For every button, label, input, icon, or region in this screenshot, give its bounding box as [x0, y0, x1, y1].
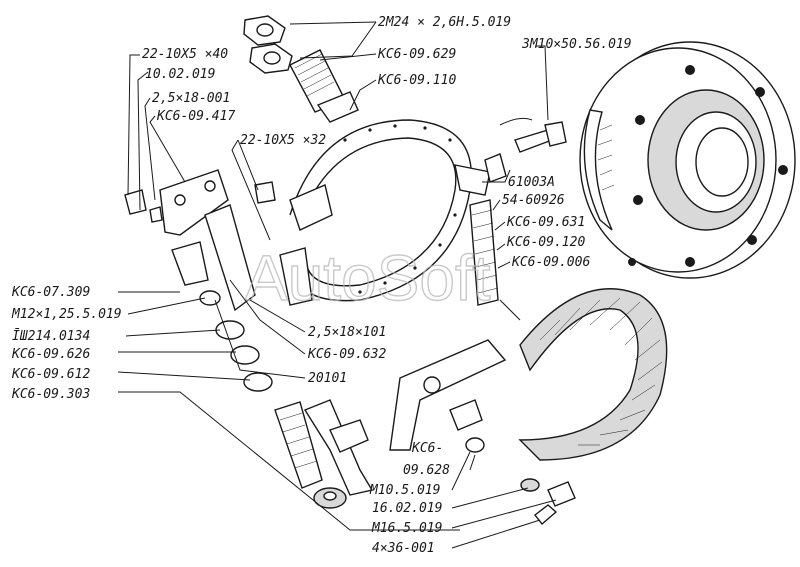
- nuts-top: [243, 15, 293, 74]
- label-l27: 16.02.019: [372, 501, 442, 516]
- brake-band-lining: [518, 288, 668, 461]
- adjusting-screw: [289, 49, 359, 123]
- label-l01: 2М24 × 2,6Н.5.019: [378, 15, 511, 30]
- part-labels: 2М24 × 2,6Н.5.019 КС6-09.629 КС6-09.110 …: [11, 15, 632, 556]
- watermark-text: AutoSoft: [245, 242, 491, 314]
- label-l21: 2,5×18×101: [308, 325, 386, 340]
- label-l10: 61003А: [508, 175, 555, 190]
- small-parts-bottom: [520, 478, 576, 526]
- lever-arm: [171, 181, 313, 312]
- label-l18: КС6-09.626: [11, 347, 90, 362]
- label-l25: 09.628: [403, 463, 450, 478]
- label-l06: 10.02.019: [145, 67, 215, 82]
- label-l03: КС6-09.110: [377, 73, 456, 88]
- label-l26: М10.5.019: [369, 483, 440, 498]
- label-l08: КС6-09.417: [156, 109, 235, 124]
- brake-band-upper: [289, 119, 491, 302]
- leader-lines: [117, 21, 557, 549]
- label-l14: КС6-09.006: [511, 255, 590, 270]
- label-l28: М16.5.019: [371, 521, 442, 536]
- label-l22: КС6-09.632: [307, 347, 386, 362]
- label-l02: КС6-09.629: [377, 47, 456, 62]
- washer-stack: [199, 290, 347, 509]
- label-l24: КС6-: [411, 441, 443, 456]
- label-l04: 3М10×50.56.019: [521, 37, 632, 52]
- actuating-lever: [389, 339, 507, 453]
- bolt-upper-right: [499, 117, 567, 153]
- label-l09: 22-10Х5 ×32: [240, 133, 326, 148]
- label-l17: ĪШ214.0134: [12, 329, 90, 344]
- label-l05: 22-10Х5 ×40: [142, 47, 228, 62]
- label-l29: 4×36-001: [372, 541, 435, 556]
- spring-middle: [469, 153, 507, 306]
- label-l23: 20101: [308, 371, 347, 386]
- label-l13: КС6-09.120: [506, 235, 585, 250]
- brake-drum: [579, 41, 796, 279]
- label-l07: 2,5×18-001: [152, 91, 230, 106]
- label-l15: КС6-07.309: [11, 285, 90, 300]
- label-l19: КС6-09.612: [11, 367, 90, 382]
- label-l11: 54-60926: [502, 193, 565, 208]
- clevis-bracket: [303, 399, 374, 496]
- label-l12: КС6-09.631: [506, 215, 585, 230]
- label-l16: М12×1,25.5.019: [11, 307, 122, 322]
- label-l20: КС6-09.303: [11, 387, 90, 402]
- bracket-left: [124, 169, 229, 236]
